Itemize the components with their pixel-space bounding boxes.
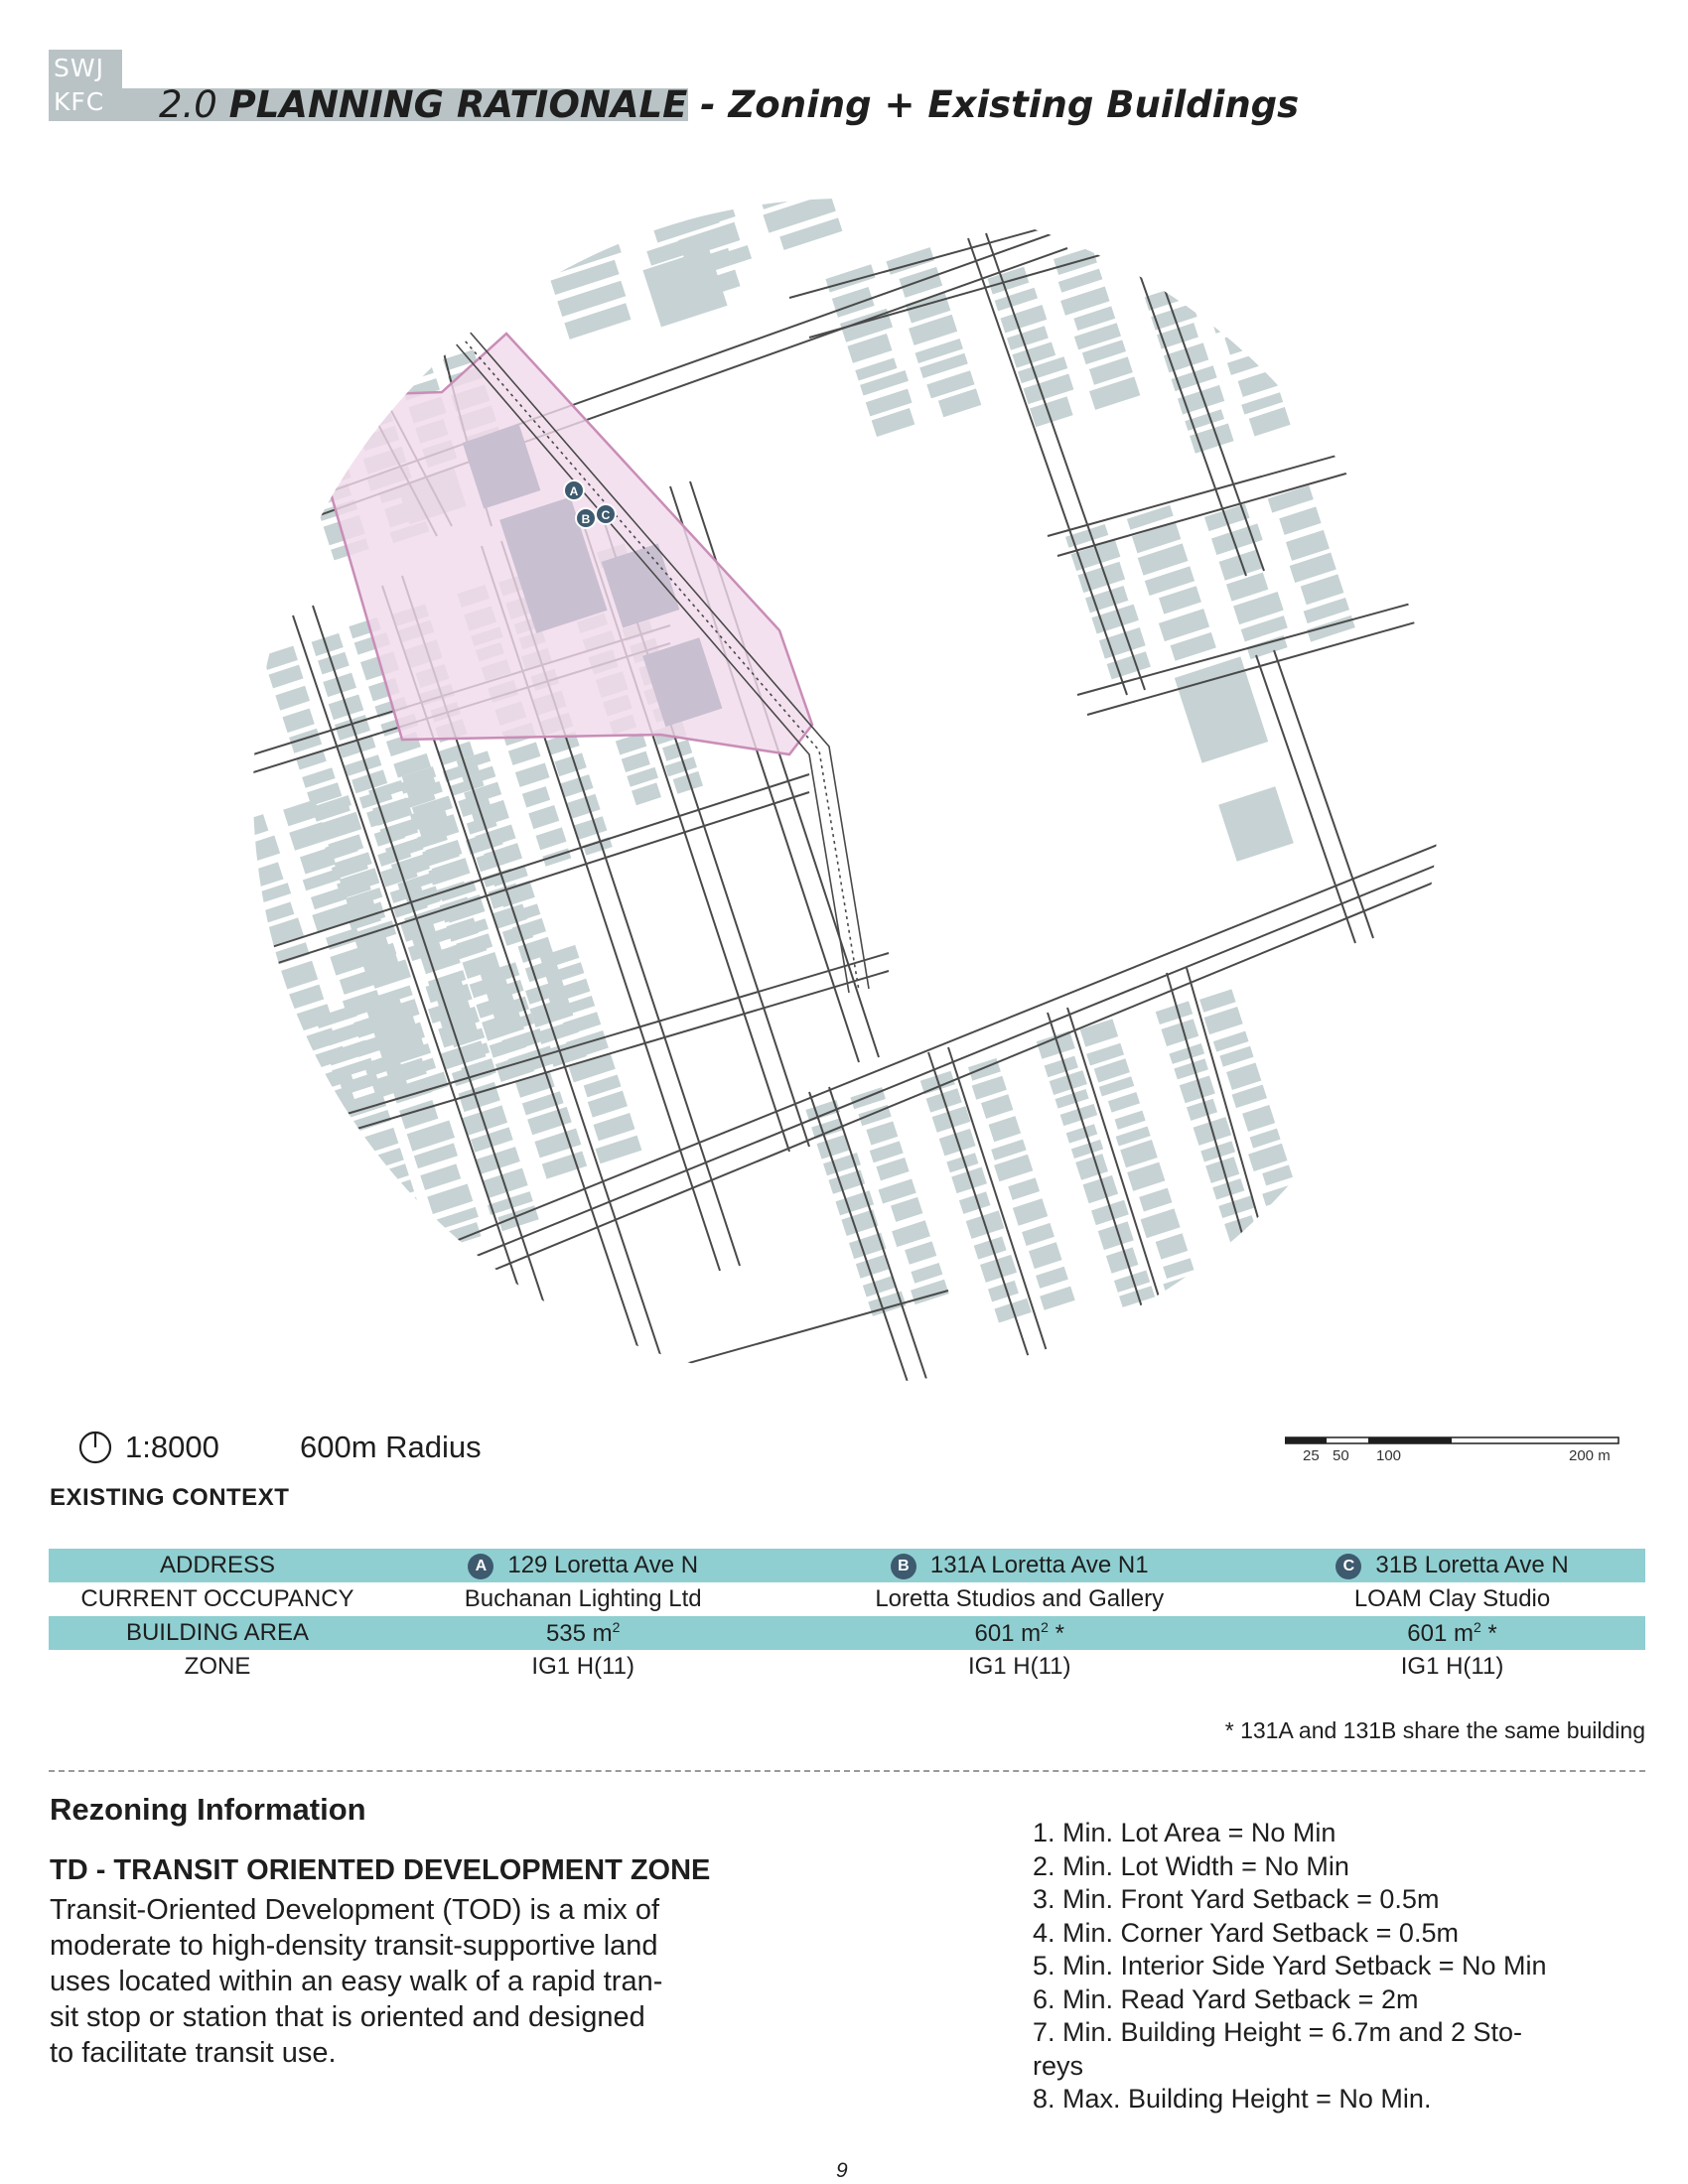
rule-item: 1. Min. Lot Area = No Min — [1033, 1818, 1336, 1847]
area-c-value: 601 m — [1407, 1619, 1474, 1647]
title-highlight-band — [122, 88, 688, 121]
zone-description-line: uses located within an easy walk of a ra… — [50, 1966, 663, 1997]
zone-title: TD - TRANSIT ORIENTED DEVELOPMENT ZONE — [50, 1854, 711, 1886]
page-number: 9 — [836, 2159, 848, 2182]
scale-tick-100: 100 — [1376, 1447, 1402, 1464]
title-section: PLANNING RATIONALE — [228, 83, 688, 126]
north-arrow-icon — [78, 1431, 112, 1464]
graphic-scale-bar: 25 50 100 200 m — [1285, 1435, 1622, 1465]
marker-b: B — [575, 507, 597, 529]
address-c-text: 31B Loretta Ave N — [1375, 1552, 1569, 1578]
address-b: B 131A Loretta Ave N1 — [779, 1549, 1260, 1582]
page-title: 2.0 PLANNING RATIONALE - Zoning + Existi… — [159, 83, 1299, 126]
occupancy-b: Loretta Studios and Gallery — [875, 1585, 1165, 1612]
rule-item: 7. Min. Building Height = 6.7m and 2 Sto… — [1033, 2017, 1523, 2047]
address-c: C 31B Loretta Ave N — [1259, 1549, 1645, 1582]
badge-a-icon: A — [468, 1554, 494, 1579]
map-scale-ratio: 1:8000 — [125, 1430, 219, 1464]
logo-line-1: SWJ — [54, 54, 104, 82]
table-row-address: ADDRESS A 129 Loretta Ave N B 131A Loretta… — [49, 1549, 1645, 1582]
area-b-unit-sup: 2 — [1041, 1618, 1049, 1635]
site-context-map: A B C — [253, 199, 1439, 1384]
address-a: A 129 Loretta Ave N — [386, 1549, 780, 1582]
row-label: BUILDING AREA — [49, 1616, 386, 1650]
site-buildings — [462, 424, 723, 728]
occupancy-c: LOAM Clay Studio — [1353, 1585, 1551, 1612]
rule-item: 4. Min. Corner Yard Setback = 0.5m — [1033, 1917, 1459, 1948]
building-footprints — [253, 199, 1355, 1323]
title-number: 2.0 — [159, 83, 217, 126]
area-c: 601 m2 * — [1259, 1616, 1645, 1650]
table-row-zone: ZONE IG1 H(11) IG1 H(11) IG1 H(11) — [49, 1650, 1645, 1684]
road-network — [253, 199, 1439, 1384]
address-b-text: 131A Loretta Ave N1 — [929, 1552, 1149, 1578]
rule-item: 8. Max. Building Height = No Min. — [1033, 2084, 1432, 2114]
zone-a: IG1 H(11) — [531, 1653, 634, 1680]
area-c-star: * — [1480, 1619, 1497, 1647]
area-c-unit-sup: 2 — [1473, 1618, 1481, 1635]
marker-c-label: C — [602, 508, 611, 522]
rule-item: 2. Min. Lot Width = No Min — [1033, 1850, 1349, 1881]
area-b-value: 601 m — [974, 1619, 1042, 1647]
existing-context-heading: EXISTING CONTEXT — [50, 1484, 290, 1511]
marker-a: A — [563, 479, 585, 501]
zone-c: IG1 H(11) — [1400, 1653, 1504, 1680]
rule-item: 6. Min. Read Yard Setback = 2m — [1033, 1983, 1419, 2014]
rezoning-heading: Rezoning Information — [50, 1792, 366, 1827]
logo-line-2: KFC — [54, 87, 105, 116]
area-b: 601 m2 * — [779, 1616, 1260, 1650]
rule-item: reys — [1033, 2050, 1084, 2081]
table-row-occupancy: CURRENT OCCUPANCY Buchanan Lighting Ltd … — [49, 1582, 1645, 1616]
scale-tick-200: 200 m — [1569, 1447, 1611, 1464]
zone-description-line: sit stop or station that is oriented and… — [50, 2001, 645, 2033]
zone-description: Transit-Oriented Development (TOD) is a … — [50, 1892, 804, 2071]
existing-context-table: ADDRESS A 129 Loretta Ave N B 131A Loretta… — [49, 1549, 1645, 1684]
title-subsection: - Zoning + Existing Buildings — [687, 83, 1300, 126]
marker-b-label: B — [582, 512, 591, 526]
zone-b: IG1 H(11) — [967, 1653, 1071, 1680]
scale-tick-25: 25 — [1303, 1447, 1320, 1464]
area-a-value: 535 m — [545, 1619, 613, 1647]
badge-b-icon: B — [890, 1554, 916, 1579]
map-radius: 600m Radius — [300, 1430, 482, 1464]
table-footnote: * 131A and 131B share the same building — [1224, 1717, 1645, 1743]
scale-tick-50: 50 — [1333, 1447, 1349, 1464]
section-divider — [49, 1770, 1645, 1772]
badge-c-icon: C — [1336, 1554, 1362, 1579]
table-row-area: BUILDING AREA 535 m2 601 m2 * 601 m2 * — [49, 1616, 1645, 1650]
rule-item: 3. Min. Front Yard Setback = 0.5m — [1033, 1884, 1440, 1914]
area-a-unit-sup: 2 — [612, 1618, 621, 1635]
marker-a-label: A — [570, 484, 579, 498]
row-label: ZONE — [184, 1653, 251, 1680]
address-a-text: 129 Loretta Ave N — [507, 1552, 699, 1578]
marker-c: C — [595, 503, 617, 525]
zone-description-line: Transit-Oriented Development (TOD) is a … — [50, 1894, 660, 1926]
area-b-star: * — [1048, 1619, 1064, 1647]
zoning-rules-list: 1. Min. Lot Area = No Min 2. Min. Lot Wi… — [1033, 1817, 1648, 2116]
rule-item: 5. Min. Interior Side Yard Setback = No … — [1033, 1951, 1547, 1980]
occupancy-a: Buchanan Lighting Ltd — [464, 1585, 702, 1612]
row-label: CURRENT OCCUPANCY — [80, 1585, 354, 1612]
row-label: ADDRESS — [49, 1549, 386, 1582]
firm-logo: SWJ KFC — [49, 50, 122, 121]
zone-description-line: to facilitate transit use. — [50, 2037, 337, 2069]
area-a: 535 m2 — [386, 1616, 780, 1650]
zone-description-line: moderate to high-density transit-support… — [50, 1930, 658, 1962]
